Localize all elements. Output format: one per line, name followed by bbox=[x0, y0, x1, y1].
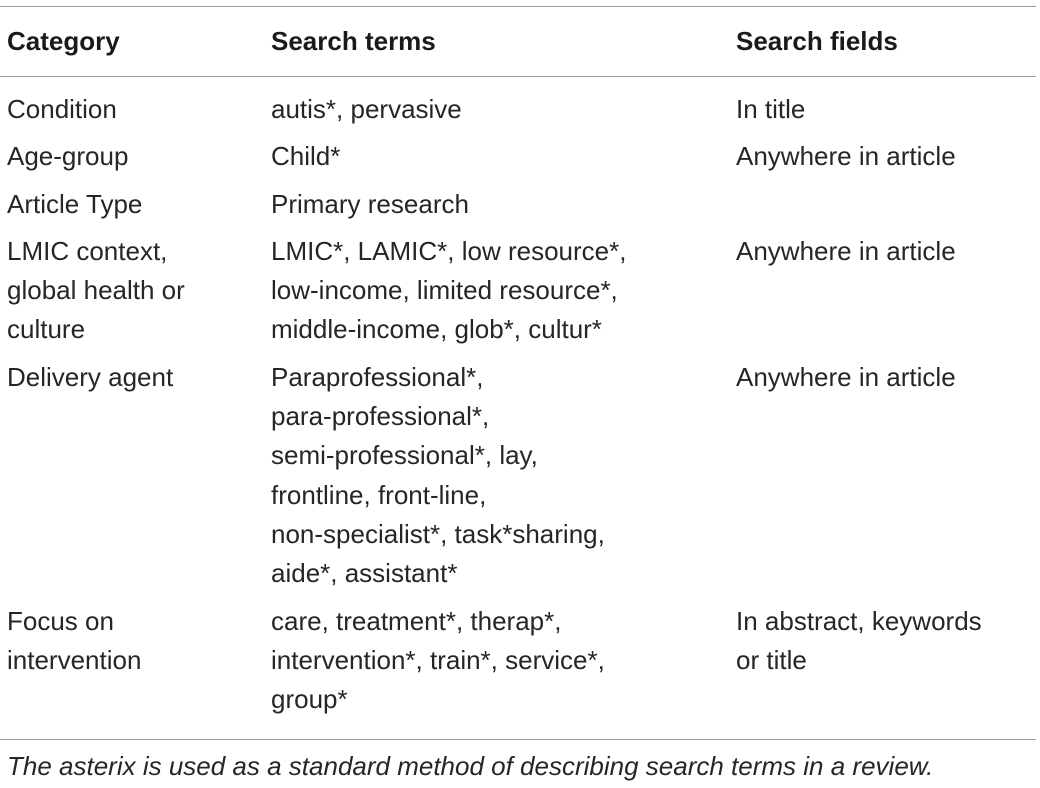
search-terms-cell: care, treatment*, therap*, intervention*,… bbox=[264, 602, 729, 728]
table-row: Article Type Primary research bbox=[0, 185, 1036, 232]
search-strategy-table: Category Search terms Search fields Cond… bbox=[0, 7, 1036, 727]
table-row: Condition autis*, pervasive In title bbox=[0, 76, 1036, 137]
cell-text-line: Age-group bbox=[7, 141, 129, 172]
category-cell: Article Type bbox=[0, 185, 264, 232]
header-search-terms: Search terms bbox=[271, 26, 436, 56]
category-cell: Focus on intervention bbox=[0, 602, 264, 728]
cell-text-line: Anywhere in article bbox=[736, 235, 956, 266]
cell-text-line: care, treatment*, therap*, bbox=[271, 605, 562, 636]
cell-text-line: frontline, front-line, bbox=[271, 479, 487, 510]
table-footnote: The asterix is used as a standard method… bbox=[7, 751, 934, 781]
search-fields-cell: Anywhere in article bbox=[729, 358, 1036, 602]
cell-text-line: Delivery agent bbox=[7, 361, 174, 392]
cell-text-line: low-income, limited resource*, bbox=[271, 275, 618, 306]
search-fields-cell: In title bbox=[729, 76, 1036, 137]
search-terms-cell: Paraprofessional*, para-professional*, sem… bbox=[264, 358, 729, 602]
table-row: Age-group Child* Anywhere in article bbox=[0, 137, 1036, 184]
header-category: Category bbox=[7, 26, 120, 56]
search-terms-cell: Child* bbox=[264, 137, 729, 184]
table-row: Delivery agent Paraprofessional*, para-pro… bbox=[0, 358, 1036, 602]
category-cell: Delivery agent bbox=[0, 358, 264, 602]
cell-text-line: semi-professional*, lay, bbox=[271, 440, 538, 471]
table-top-rule bbox=[0, 6, 1036, 7]
cell-text-line: Anywhere in article bbox=[736, 361, 956, 392]
table-row: Focus on intervention care, treatment*, th… bbox=[0, 602, 1036, 728]
search-fields-cell: Anywhere in article bbox=[729, 137, 1036, 184]
cell-text-line: In title bbox=[736, 94, 806, 124]
table-bottom-rule bbox=[0, 739, 1036, 740]
category-cell: LMIC context, global health or culture bbox=[0, 232, 264, 358]
search-fields-cell bbox=[729, 185, 1036, 232]
cell-text-line: or title bbox=[736, 644, 807, 675]
table-header-rule bbox=[0, 76, 1036, 77]
category-cell: Condition bbox=[0, 76, 264, 137]
search-fields-cell: Anywhere in article bbox=[729, 232, 1036, 358]
cell-text-line: middle-income, glob*, cultur* bbox=[271, 314, 602, 345]
cell-text-line: Child* bbox=[271, 141, 341, 172]
cell-text-line: Primary research bbox=[271, 188, 469, 219]
cell-text-line: intervention bbox=[7, 644, 142, 675]
cell-text-line: intervention*, train*, service*, bbox=[271, 644, 605, 675]
search-terms-cell: LMIC*, LAMIC*, low resource*, low-income,… bbox=[264, 232, 729, 358]
category-cell: Age-group bbox=[0, 137, 264, 184]
cell-text-line: non-specialist*, task*sharing, bbox=[271, 518, 605, 549]
cell-text-line: aide*, assistant* bbox=[271, 558, 458, 589]
cell-text-line: Anywhere in article bbox=[736, 141, 956, 172]
table-header: Category Search terms Search fields bbox=[0, 7, 1036, 76]
cell-text-line: culture bbox=[7, 314, 86, 345]
cell-text-line: group* bbox=[271, 684, 348, 715]
cell-text-line: Focus on bbox=[7, 605, 114, 636]
header-search-fields: Search fields bbox=[736, 26, 898, 56]
cell-text-line: global health or bbox=[7, 275, 185, 306]
cell-text-line: Article Type bbox=[7, 188, 143, 219]
cell-text-line: Condition bbox=[7, 94, 117, 124]
cell-text-line: LMIC context, bbox=[7, 235, 168, 266]
cell-text-line: In abstract, keywords bbox=[736, 605, 982, 636]
cell-text-line: para-professional*, bbox=[271, 401, 490, 432]
search-terms-cell: autis*, pervasive bbox=[264, 76, 729, 137]
cell-text-line: Paraprofessional*, bbox=[271, 361, 484, 392]
cell-text-line: LMIC*, LAMIC*, low resource*, bbox=[271, 235, 627, 266]
search-terms-cell: Primary research bbox=[264, 185, 729, 232]
cell-text-line: autis*, pervasive bbox=[271, 94, 462, 124]
cell-text-line bbox=[736, 185, 1036, 224]
search-fields-cell: In abstract, keywords or title bbox=[729, 602, 1036, 728]
